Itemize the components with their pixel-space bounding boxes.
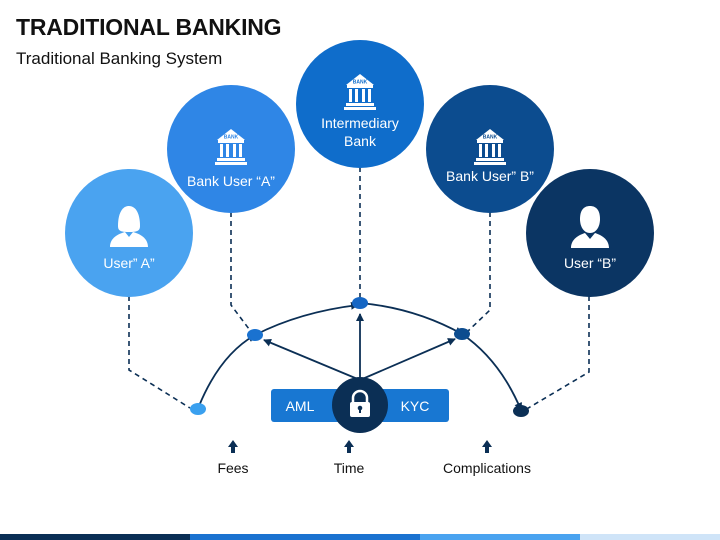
intermediary-label-line-2: Bank <box>344 133 377 149</box>
user-a-label: User” A” <box>103 255 155 271</box>
aml-label: AML <box>286 398 315 414</box>
arc-segment <box>359 302 463 335</box>
center-arrows <box>263 313 456 381</box>
node-user-b: User “B” <box>526 169 654 297</box>
accent-segment <box>190 534 420 540</box>
lock-icon <box>350 389 370 417</box>
kyc-label: KYC <box>401 398 430 414</box>
node-bank-user-b: BANK Bank User” B” <box>426 85 554 213</box>
node-user-a: User” A” <box>65 169 193 297</box>
arrow-up-icon <box>482 440 492 453</box>
factor-fees-label: Fees <box>217 460 248 476</box>
svg-text:BANK: BANK <box>353 80 368 86</box>
bank-icon: BANK <box>344 74 376 110</box>
bank-user-b-label: Bank User” B” <box>446 168 534 184</box>
bottom-accent-bar <box>0 534 720 540</box>
factor-time-label: Time <box>334 460 365 476</box>
dashed-connectors <box>128 167 590 411</box>
user-female-icon <box>110 206 148 247</box>
connector-bank-user-a <box>230 212 253 334</box>
dot-bank-user-b <box>454 328 470 340</box>
bank-user-a-label: Bank User “A” <box>187 173 275 189</box>
accent-segment <box>420 534 580 540</box>
factor-fees: Fees <box>217 440 249 476</box>
svg-text:BANK: BANK <box>224 135 239 141</box>
node-bank-user-a: BANK Bank User “A” <box>167 85 295 213</box>
arrow-to-bank-a <box>263 339 361 381</box>
transaction-arc <box>198 301 522 411</box>
dot-intermediary <box>352 297 368 309</box>
connector-bank-user-b <box>465 212 491 334</box>
dot-user-a <box>190 403 206 415</box>
arc-dots <box>190 297 529 417</box>
bank-icon: BANK <box>215 129 247 165</box>
arc-segment <box>461 333 522 411</box>
connector-user-b <box>524 296 590 411</box>
intermediary-label-line-1: Intermediary <box>321 115 399 131</box>
page-subtitle: Traditional Banking System <box>16 49 223 68</box>
factor-time: Time <box>334 440 365 476</box>
factor-complications: Complications <box>443 440 531 476</box>
dot-bank-user-a <box>247 329 263 341</box>
user-b-label: User “B” <box>564 255 616 271</box>
connector-user-a <box>128 296 191 409</box>
arc-segment <box>198 334 256 407</box>
dot-user-b <box>513 405 529 417</box>
arrow-up-icon <box>344 440 354 453</box>
accent-segment <box>580 534 720 540</box>
bank-icon: BANK <box>474 129 506 165</box>
svg-text:BANK: BANK <box>483 135 498 141</box>
accent-segment <box>0 534 190 540</box>
factor-complications-label: Complications <box>443 460 531 476</box>
user-male-icon <box>571 206 609 248</box>
arrow-up-icon <box>228 440 238 453</box>
aml-kyc-control: AML KYC <box>271 377 449 433</box>
node-intermediary-bank: BANK Intermediary Bank <box>296 40 424 168</box>
arrow-to-bank-b <box>359 338 456 381</box>
arc-segment <box>254 301 359 336</box>
page-title: TRADITIONAL BANKING <box>16 14 282 40</box>
